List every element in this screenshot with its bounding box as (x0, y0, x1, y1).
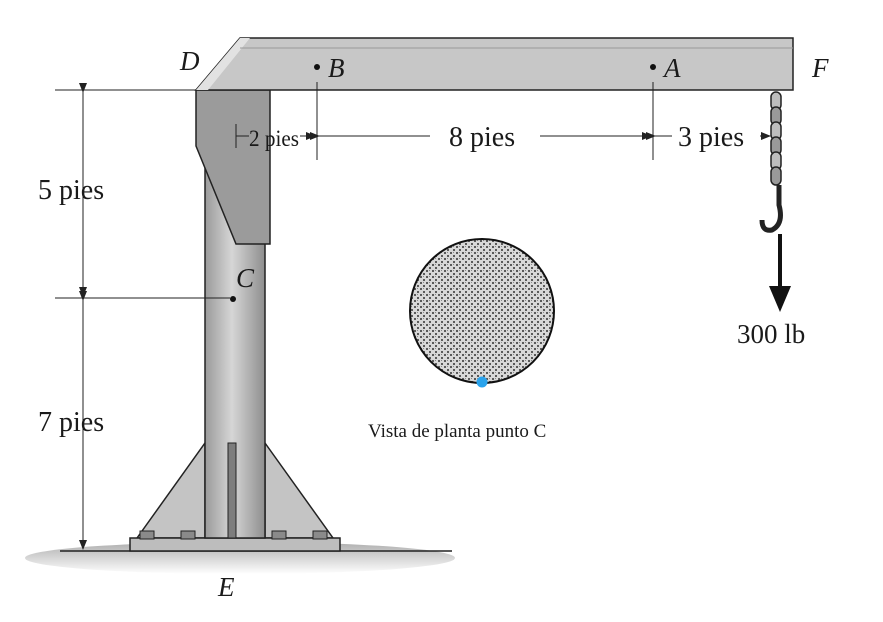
label-a: A (662, 53, 681, 83)
dimension-lines (55, 82, 771, 550)
load-arrow (769, 234, 791, 312)
load-label: 300 lb (737, 319, 805, 349)
dim-5-pies: 5 pies (38, 175, 104, 206)
base-assembly (129, 440, 341, 552)
label-d: D (179, 46, 200, 76)
dim-7-pies: 7 pies (38, 407, 104, 438)
boom-beam (194, 37, 794, 91)
label-f: F (811, 53, 829, 83)
plan-view-section (409, 238, 555, 388)
point-b-dot (314, 64, 320, 70)
point-a-dot (650, 64, 656, 70)
dim-3-pies: 3 pies (678, 122, 744, 153)
dim-2-pies: 2 pies (249, 126, 299, 151)
label-c: C (236, 263, 255, 293)
section-caption: Vista de planta punto C (368, 421, 546, 442)
anchor-bolts (139, 530, 328, 540)
chain-hook (759, 91, 783, 233)
section-marker-dot (476, 376, 488, 388)
point-c-dot (230, 296, 236, 302)
dim-8-pies: 8 pies (449, 122, 515, 153)
label-e: E (217, 572, 235, 602)
label-b: B (328, 53, 345, 83)
